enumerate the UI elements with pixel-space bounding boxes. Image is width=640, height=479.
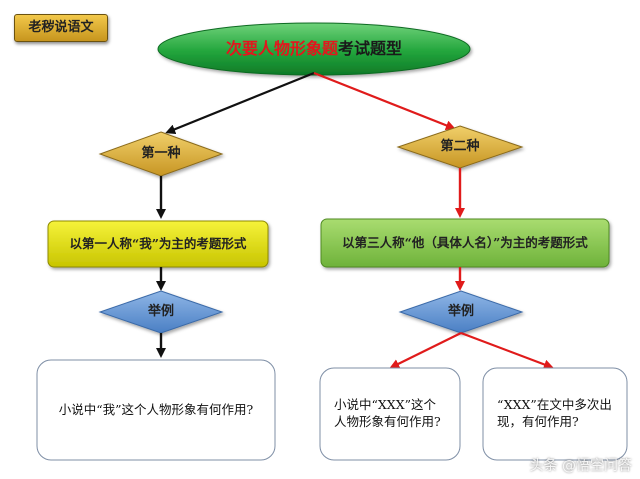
arrow-title-to-second <box>313 71 456 131</box>
first-person-label: 以第一人称“我”为主的考题形式 <box>69 235 247 251</box>
watermark: 头条 @悟空问答 <box>529 458 632 474</box>
question-right-a-text: 小说中“XXX”这个人物形象有何作用? <box>334 397 441 429</box>
title-rest: 考试题型 <box>338 39 403 59</box>
title-highlight: 次要人物形象题 <box>225 39 338 59</box>
diagram-title: 次要人物形象题考试题型 <box>158 30 470 68</box>
second-type-label: 第二种 <box>440 139 480 155</box>
example-label-left: 举例 <box>147 304 174 320</box>
arrow-example-to-question-a <box>389 332 462 369</box>
question-box-right-a <box>319 367 461 461</box>
box-third-person <box>320 218 610 268</box>
question-left-text: 小说中“我”这个人物形象有何作用? <box>58 401 254 417</box>
author-tag: 老秽说语文 <box>14 14 108 42</box>
question-right-b-text: “XXX”在文中多次出现，有何作用? <box>497 397 612 429</box>
box-first-person <box>47 220 269 268</box>
question-box-right-b <box>482 367 628 461</box>
arrow-title-to-first <box>165 71 315 135</box>
question-box-left <box>36 359 276 461</box>
arrow-example-to-question-b <box>460 331 554 370</box>
title-ellipse <box>157 22 471 76</box>
third-person-label: 以第三人称“他（具体人名）”为主的考题形式 <box>342 234 588 250</box>
example-label-right: 举例 <box>447 304 474 320</box>
first-type-label: 第一种 <box>141 146 181 162</box>
